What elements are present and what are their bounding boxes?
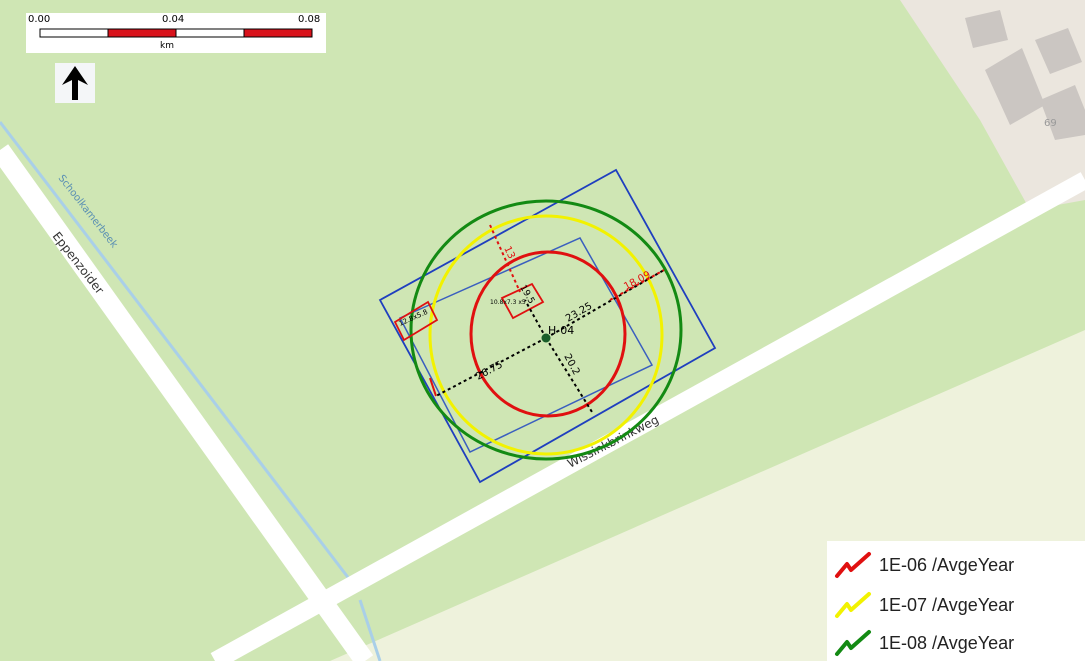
box-label: 10.8x7.3 x5 (490, 299, 526, 306)
legend-line-icon (835, 552, 871, 578)
source-label: H-04 (548, 324, 574, 337)
legend-label: 1E-06 /AvgeYear (879, 554, 1015, 575)
building-group (965, 10, 1085, 140)
dimension-line-red (429, 377, 437, 397)
equipment-box-2 (500, 282, 545, 320)
source-point[interactable] (541, 333, 551, 343)
scale-bar: 0.00 0.04 0.08 km (26, 13, 326, 53)
building (1035, 28, 1082, 74)
contour-1e06 (469, 250, 627, 418)
dimension-line (545, 337, 593, 413)
contour-1e08 (409, 199, 683, 461)
equipment-box-1 (393, 300, 439, 342)
legend-item-1e07: 1E-07 /AvgeYear (833, 589, 1014, 621)
stream-line (0, 121, 352, 581)
dimension-line (524, 299, 547, 339)
building (1040, 85, 1085, 140)
dimension-line-red (489, 224, 521, 293)
legend: 1E-06 /AvgeYear 1E-07 /AvgeYear 1E-08 /A… (827, 541, 1085, 661)
road-south (210, 172, 1085, 661)
north-arrow-icon (62, 66, 88, 100)
scale-tick: 0.08 (298, 14, 321, 25)
built-up-area (900, 0, 1085, 210)
building (985, 48, 1045, 125)
dimension-label: 13 (501, 245, 516, 261)
scale-unit: km (160, 41, 174, 51)
scale-tick: 0.04 (162, 14, 185, 25)
house-number-label: 69 (1044, 118, 1057, 129)
legend-item-1e06: 1E-06 /AvgeYear (833, 549, 1014, 581)
legend-label: 1E-07 /AvgeYear (879, 594, 1015, 615)
contour-1e07 (428, 214, 664, 456)
legend-line-icon (835, 630, 871, 656)
inner-boundary (398, 237, 654, 453)
road-west (0, 144, 374, 661)
dimension-lines (429, 224, 665, 413)
dimension-line (545, 269, 665, 339)
legend-line-icon (835, 592, 871, 618)
scale-bar-graphic (39, 28, 313, 38)
scale-tick: 0.00 (28, 14, 51, 25)
dimension-line (435, 337, 547, 397)
outer-boundary (378, 168, 717, 484)
north-arrow (55, 63, 95, 103)
building (965, 10, 1008, 48)
legend-label: 1E-08 /AvgeYear (879, 632, 1015, 653)
dimension-line-red (609, 269, 665, 301)
legend-item-1e08: 1E-08 /AvgeYear (833, 627, 1014, 659)
stream-line-south (358, 599, 382, 661)
